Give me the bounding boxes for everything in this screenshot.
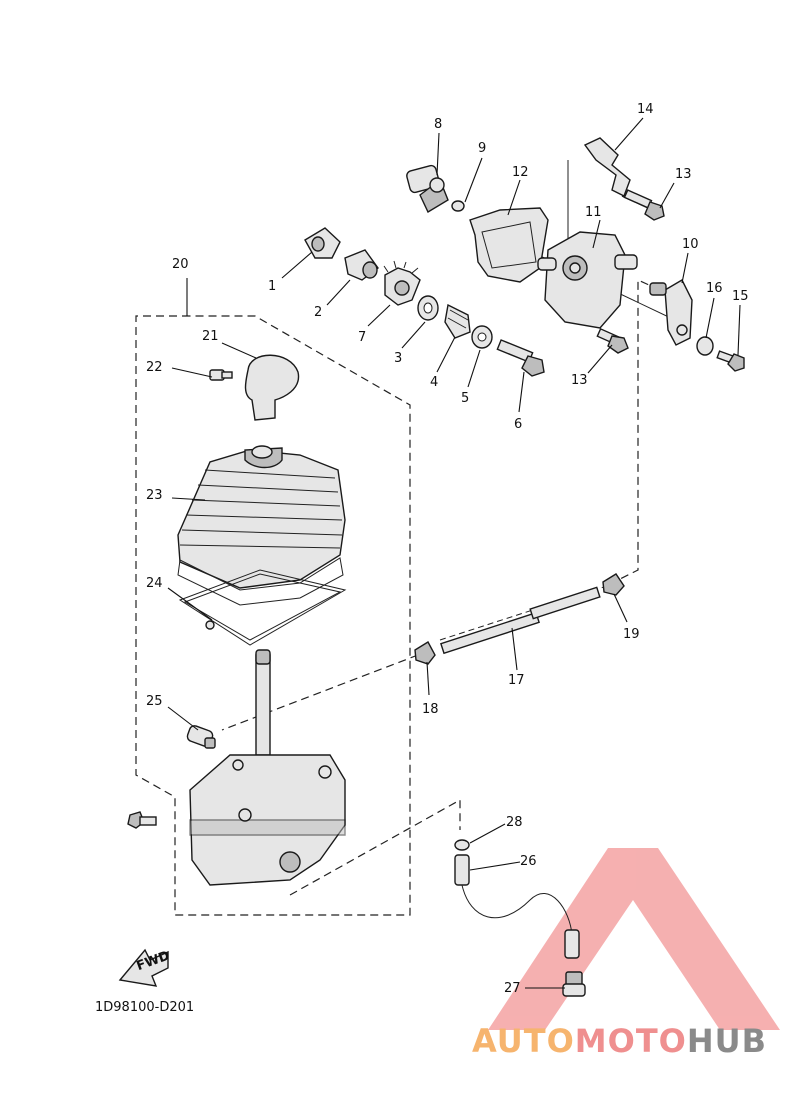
part-9-o-ring [451,200,465,212]
connector-10-19 [613,279,661,583]
connector-18 [221,654,419,731]
part-4-spring [444,303,471,339]
part-12-gasket [469,207,549,283]
callout-7: 7 [358,330,366,345]
part-22-screw [209,369,233,381]
callout-18: 18 [422,702,439,717]
callout-10: 10 [682,237,699,252]
part-13-bolt-upper [621,189,665,221]
connector-26 [289,798,461,896]
fwd-arrow-icon: FWD [118,948,172,987]
callout-4: 4 [430,375,438,390]
part-21-knob [244,354,300,421]
part-2-bushing [344,249,379,281]
callout-1: 1 [268,279,276,294]
callout-2: 2 [314,305,322,320]
callout-19: 19 [623,627,640,642]
housing-bolt [127,811,157,829]
callout-27: 27 [504,981,521,996]
callout-17: 17 [508,673,525,688]
callout-13-upper: 13 [675,167,692,182]
part-28-clip [454,839,470,851]
callout-23: 23 [146,488,163,503]
part-20-shift-housing [189,754,346,886]
part-26-hose [454,854,580,959]
callout-9: 9 [478,141,486,156]
watermark-part-auto: AUTO [472,1022,575,1060]
part-18-nut [414,641,436,665]
callout-24: 24 [146,576,163,591]
callout-8: 8 [434,117,442,132]
watermark-part-hub: HUB [686,1022,768,1060]
part-10-lever [649,279,693,346]
callout-labels: 1 2 3 4 5 6 7 8 9 10 11 12 13 13 14 15 1… [146,102,749,996]
part-23-boot [177,445,346,606]
callout-11: 11 [585,205,602,220]
part-13-bolt-lower [596,327,629,354]
shift-lever [255,649,271,756]
callout-21: 21 [202,329,219,344]
part-16-washer [696,336,714,356]
part-15-bolt [716,350,745,372]
part-19-nut [602,573,625,596]
callout-28: 28 [506,815,523,830]
callout-16: 16 [706,281,723,296]
part-25-fitting [186,725,216,749]
part-27-fitting [562,971,586,997]
part-24-frame [178,569,347,646]
part-11-housing [537,231,638,329]
part-6-bolt [496,339,545,377]
group-20-outline [135,315,411,916]
watermark-logo-icon [488,848,780,1030]
callout-3: 3 [394,351,402,366]
callout-20: 20 [172,257,189,272]
diagram-code: 1D98100-D201 [95,1000,195,1015]
part-1-collar [304,227,341,259]
part-14-clip [583,137,631,197]
callout-26: 26 [520,854,537,869]
callout-12: 12 [512,165,529,180]
watermark-part-moto: MOTO [574,1022,687,1060]
callout-22: 22 [146,360,163,375]
callout-15: 15 [732,289,749,304]
callout-14: 14 [637,102,654,117]
callout-13-lower: 13 [571,373,588,388]
callout-6: 6 [514,417,522,432]
part-8-gear-shaft [406,164,449,213]
callout-25: 25 [146,694,163,709]
callout-5: 5 [461,391,469,406]
part-3-washer [417,295,439,321]
part-5-washer [471,325,493,349]
leader-lines [167,117,741,989]
part-17-rod [440,586,601,655]
part-7-gear [383,260,421,306]
watermark-text: AUTOMOTOHUB [472,1022,767,1060]
